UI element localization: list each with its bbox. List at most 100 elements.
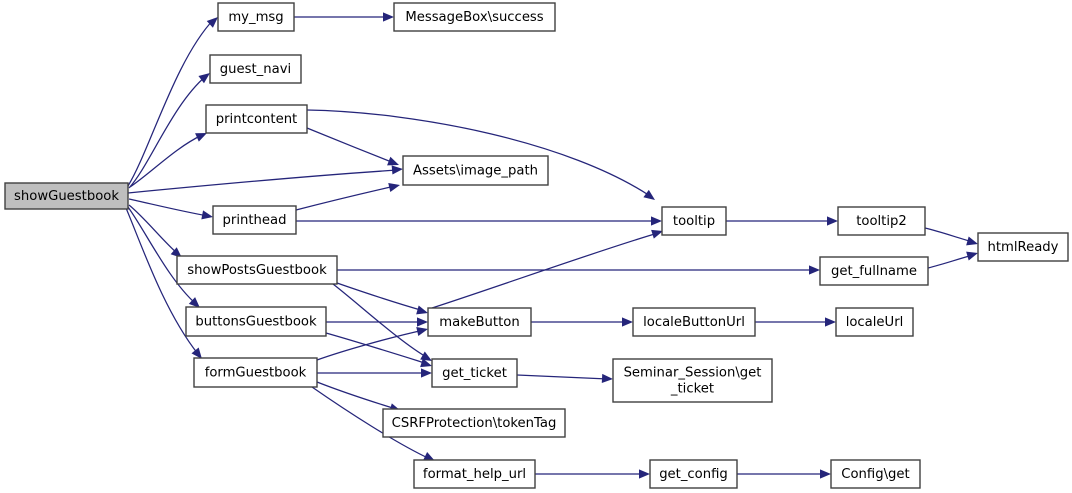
edge-line: [127, 206, 197, 305]
node-label: CSRFProtection\tokenTag: [392, 416, 557, 431]
edge-line: [311, 386, 431, 460]
edge-line: [516, 374, 609, 380]
edge-line: [431, 232, 659, 309]
edge-arrowhead: [416, 326, 428, 336]
node-box[interactable]: [393, 2, 556, 32]
edge-arrowhead: [388, 182, 400, 192]
edge-line: [306, 127, 395, 164]
node-box[interactable]: [835, 307, 914, 337]
edge-my_msg-to-MessageBox_success: [294, 12, 394, 22]
edge-line: [128, 204, 179, 255]
node-label: showPostsGuestbook: [187, 263, 327, 278]
node-box[interactable]: [209, 54, 302, 84]
edge-line: [125, 207, 199, 355]
edge-arrowhead: [423, 452, 435, 461]
node-label: get_ticket: [442, 366, 507, 381]
node-label: guest_navi: [220, 62, 291, 77]
node-box[interactable]: [402, 155, 549, 186]
edge-buttonsGuestbook-to-get_ticket: [325, 332, 432, 368]
node-box[interactable]: [176, 255, 338, 285]
edge-showGuestbook-to-printcontent: [129, 133, 207, 188]
node-printcontent[interactable]: printcontent: [205, 104, 308, 134]
node-printhead[interactable]: printhead: [212, 205, 297, 235]
edge-line: [927, 254, 974, 269]
edge-formGuestbook-to-format_help_url: [311, 386, 435, 461]
node-box[interactable]: [185, 306, 327, 337]
edge-arrowhead: [420, 351, 432, 361]
edge-line: [332, 283, 429, 359]
node-box[interactable]: [217, 2, 295, 32]
edge-showGuestbook-to-my_msg: [127, 17, 218, 187]
node-showGuestbook[interactable]: showGuestbook: [4, 182, 129, 210]
edge-line: [295, 185, 396, 211]
edge-arrowhead: [198, 73, 210, 84]
node-box[interactable]: [431, 358, 518, 388]
node-label: get_fullname: [831, 264, 917, 279]
edge-line: [325, 332, 429, 365]
node-formGuestbook[interactable]: formGuestbook: [193, 357, 318, 388]
node-CSRFProtection_tokenTag[interactable]: CSRFProtection\tokenTag: [382, 408, 566, 438]
edge-arrowhead: [191, 347, 202, 359]
edge-showPostsGuestbook-to-makeButton: [336, 282, 428, 315]
edge-printcontent-to-tooltip: [306, 109, 655, 200]
node-box[interactable]: [661, 206, 727, 236]
edge-arrowhead: [966, 236, 978, 246]
node-localeUrl[interactable]: localeUrl: [835, 307, 914, 337]
node-my_msg[interactable]: my_msg: [217, 2, 295, 32]
node-tooltip[interactable]: tooltip: [661, 206, 727, 236]
node-get_fullname[interactable]: get_fullname: [819, 256, 929, 286]
node-box[interactable]: [819, 256, 929, 286]
node-box[interactable]: [649, 459, 738, 489]
edge-showGuestbook-to-buttonsGuestbook: [127, 206, 200, 308]
node-makeButton[interactable]: makeButton: [427, 307, 532, 337]
node-MessageBox_success[interactable]: MessageBox\success: [393, 2, 556, 32]
edge-line: [316, 381, 397, 410]
node-box[interactable]: [4, 182, 129, 210]
node-box[interactable]: [977, 232, 1069, 262]
node-box[interactable]: [413, 459, 536, 489]
node-buttonsGuestbook[interactable]: buttonsGuestbook: [185, 306, 327, 337]
edge-arrowhead: [420, 358, 432, 368]
node-box[interactable]: [212, 205, 297, 235]
edge-arrowhead: [417, 317, 428, 327]
node-label: Config\get: [841, 467, 909, 482]
edge-line: [128, 198, 209, 217]
node-get_config[interactable]: get_config: [649, 459, 738, 489]
node-box[interactable]: [382, 408, 566, 438]
node-label: Seminar_Session\get_ticket: [624, 366, 762, 397]
edge-showGuestbook-to-formGuestbook: [125, 207, 202, 359]
edge-arrowhead: [651, 216, 662, 226]
node-box[interactable]: [830, 459, 921, 489]
node-label: printhead: [223, 213, 287, 228]
node-label: format_help_url: [423, 467, 526, 482]
node-Assets_image_path[interactable]: Assets\image_path: [402, 155, 549, 186]
node-box[interactable]: [427, 307, 532, 337]
edge-line: [127, 169, 399, 194]
edge-formGuestbook-to-get_ticket: [317, 368, 432, 378]
node-label: Assets\image_path: [413, 164, 538, 179]
node-box[interactable]: [632, 307, 756, 337]
node-box[interactable]: [837, 206, 926, 236]
edge-line: [127, 18, 215, 187]
edge-printhead-to-tooltip: [296, 216, 662, 226]
node-box[interactable]: [193, 357, 318, 388]
node-htmlReady[interactable]: htmlReady: [977, 232, 1069, 262]
node-box[interactable]: [612, 358, 773, 403]
node-label: tooltip: [673, 214, 715, 229]
node-Seminar_Session_get_ticket[interactable]: Seminar_Session\get_ticket: [612, 358, 773, 403]
node-Config_get[interactable]: Config\get: [830, 459, 921, 489]
node-format_help_url[interactable]: format_help_url: [413, 459, 536, 489]
edge-format_help_url-to-get_config: [535, 469, 650, 479]
node-label: formGuestbook: [205, 366, 307, 381]
edge-line: [924, 227, 974, 243]
node-guest_navi[interactable]: guest_navi: [209, 54, 302, 84]
node-box[interactable]: [205, 104, 308, 134]
node-tooltip2[interactable]: tooltip2: [837, 206, 926, 236]
edge-arrowhead: [387, 156, 399, 166]
edge-get_config-to-Config_get: [737, 469, 831, 479]
node-showPostsGuestbook[interactable]: showPostsGuestbook: [176, 255, 338, 285]
node-localeButtonUrl[interactable]: localeButtonUrl: [632, 307, 756, 337]
edge-makeButton-to-localeButtonUrl: [531, 317, 633, 327]
node-get_ticket[interactable]: get_ticket: [431, 358, 518, 388]
edge-arrowhead: [416, 305, 428, 315]
